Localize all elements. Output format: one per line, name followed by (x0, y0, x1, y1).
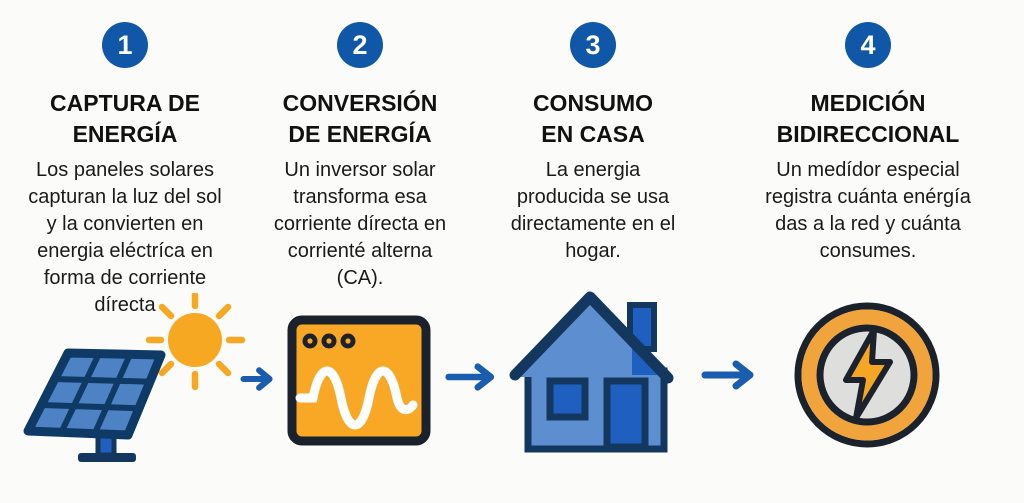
solar-panel-and-sun-svg (23, 293, 246, 462)
step-4-title-line1: MEDICIÓN (810, 90, 926, 116)
window (546, 377, 589, 421)
arrow-right-icon (698, 360, 766, 390)
bidirectional-meter-icon (792, 300, 942, 450)
step-2-title-line1: CONVERSIÓN (282, 90, 438, 116)
step-3-description: La energia producida se usa directamente… (510, 159, 676, 263)
step-3-title-line1: CONSUMO (532, 90, 654, 116)
house-icon (508, 289, 676, 457)
meter-svg (794, 302, 940, 448)
arrow-right-icon (238, 366, 282, 392)
solar-panel-and-sun-icon (18, 293, 250, 475)
step-1-title-line1: CAPTURA DE (50, 90, 200, 116)
step-4-column: 4 MEDICIÓN BIDIRECCIONAL Un medídor espe… (736, 22, 1000, 265)
step-4-description: Un medídor especial registra cuánta enér… (765, 159, 971, 263)
sine-wave (295, 366, 418, 430)
step-4-title: MEDICIÓN BIDIRECCIONAL (736, 88, 1000, 150)
step-2-title: CONVERSIÓN DE ENERGÍA (250, 88, 470, 150)
step-3-number-badge: 3 (570, 22, 616, 68)
roof-outline (509, 291, 674, 384)
door (603, 377, 649, 451)
step-4-number-badge: 4 (845, 22, 891, 68)
step-2-description: Un inversor solar transforma esa corrien… (273, 159, 447, 290)
step-1-column: 1 CAPTURA DE ENERGÍA Los paneles solares… (10, 22, 240, 319)
step-1-title: CAPTURA DE ENERGÍA (10, 88, 240, 150)
step-1-description: Los paneles solares capturan la luz del … (28, 159, 222, 317)
arrow-right-icon (444, 362, 504, 392)
house-svg (509, 291, 674, 453)
step-3-title: CONSUMO EN CASA (483, 88, 703, 150)
sun-disc (168, 313, 222, 367)
sun-icon (145, 293, 246, 391)
inverter-sine-wave-icon (286, 314, 432, 447)
step-4-title-line2: BIDIRECCIONAL (776, 121, 960, 148)
inverter-svg (287, 315, 431, 446)
step-3-title-line2: EN CASA (541, 121, 645, 148)
step-1-number-badge: 1 (102, 22, 148, 68)
lightning-bolt-icon (843, 327, 893, 421)
step-2-number-badge: 2 (337, 22, 383, 68)
solar-panel-icon (23, 348, 166, 462)
step-3-column: 3 CONSUMO EN CASA La energia producida s… (483, 22, 703, 265)
step-2-title-line2: DE ENERGÍA (288, 121, 432, 148)
roof-fill (517, 299, 665, 377)
step-1-title-line2: ENERGÍA (72, 121, 178, 148)
step-2-column: 2 CONVERSIÓN DE ENERGÍA Un inversor sola… (250, 22, 470, 292)
inverter-dots (302, 333, 356, 349)
